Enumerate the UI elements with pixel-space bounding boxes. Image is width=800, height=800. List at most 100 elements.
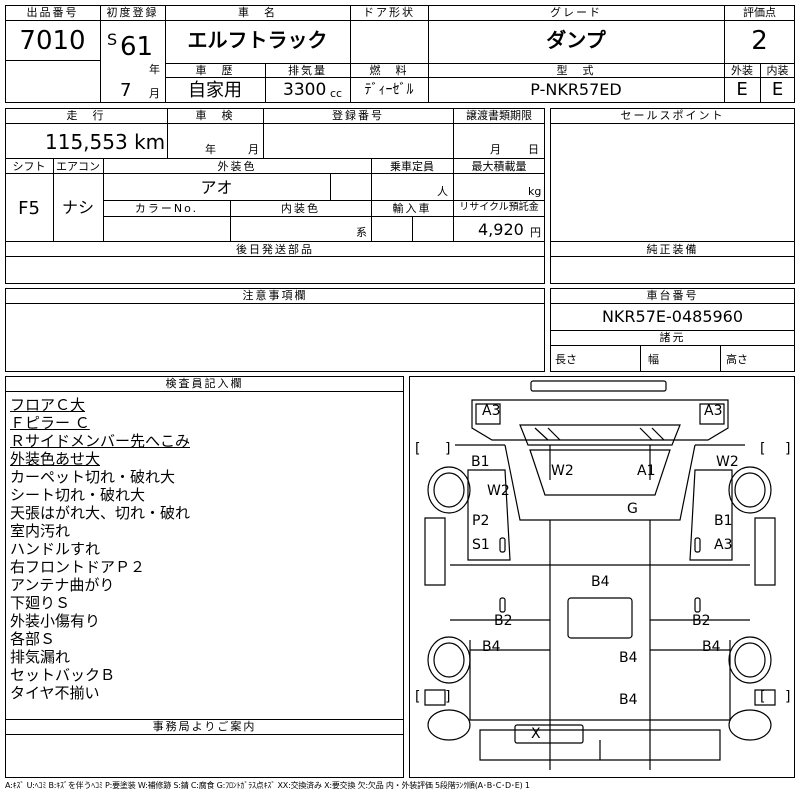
height-label: 高さ [726,353,748,366]
inspection-year-unit: 年 [205,143,216,156]
damage-code: B4 [482,639,501,655]
reg-no-label: 登録番号 [332,109,384,122]
capacity-label: 乗車定員 [390,160,434,173]
damage-code: X [531,726,541,742]
damage-code: W2 [551,463,574,479]
interior-color-label: 内装色 [281,202,320,215]
damage-code: S1 [472,537,490,553]
note-line: 外装小傷有り [10,612,101,630]
office-info-label: 事務局よりご案内 [152,720,257,733]
note-line: カーペット切れ・破れ大 [10,468,176,486]
note-line: タイヤ不揃い [10,684,100,702]
note-line: セットバックＢ [10,666,116,684]
damage-code: G [627,501,638,517]
damage-code: W2 [487,483,510,499]
capacity-unit: 人 [437,185,448,198]
note-line: 各部Ｓ [10,630,56,648]
bracket-open: [ [415,441,421,457]
damage-code: B4 [591,574,610,590]
transfer-month-unit: 月 [490,143,501,156]
length-label: 長さ [555,353,577,366]
exterior-color: アオ [200,178,233,197]
lot-no: 7010 [19,26,86,56]
ext-label: 外装 [731,64,753,77]
era-year: 61 [120,32,154,62]
score-label: 評価点 [743,6,776,19]
bracket-open: [ [760,689,766,705]
damage-code: B4 [702,639,721,655]
grade-label: グレード [550,6,602,19]
note-line: Ｒサイドメンバー先へこみ [10,432,191,450]
header-block [5,5,795,103]
chassis-no: NKR57E-0485960 [601,307,744,326]
score: 2 [751,26,768,56]
bracket-open: [ [760,441,766,457]
door-label: ドア形状 [363,6,415,19]
history: 自家用 [188,80,242,101]
note-line: 排気漏れ [10,648,71,666]
bracket-close: ] [785,689,791,705]
mileage: 115,553 km [45,130,166,154]
import-label: 輸入車 [392,202,432,215]
caution-block [5,288,545,372]
damage-code: A3 [482,403,501,419]
recycle-unit: 円 [530,226,541,239]
displacement-unit: cc [330,87,343,100]
int-grade: E [771,79,784,100]
max-load-label: 最大積載量 [471,160,527,173]
width-label: 幅 [648,353,659,366]
ac: ナシ [61,198,94,217]
displacement: 3300 [283,80,327,100]
sales-point-label: セールスポイント [620,109,725,122]
vehicle-info-block [5,108,545,284]
note-line: ハンドルすれ [10,540,101,558]
note-line: 下廻りＳ [10,594,71,612]
history-label: 車 歴 [195,64,235,77]
damage-code: A1 [637,463,656,479]
year-unit: 年 [149,63,160,76]
inspector-notes: フロアＣ大 Ｆピラー Ｃ Ｒサイドメンバー先へこみ 外装色あせ大 カーペット切れ… [10,396,190,702]
inspection-month-unit: 月 [248,143,259,156]
shift: F5 [18,198,40,219]
dimensions-label: 諸元 [659,331,686,344]
color-no-label: カラーNo. [134,202,199,215]
max-load-unit: kg [528,185,542,198]
damage-code: B1 [714,513,733,529]
damage-code: B2 [494,613,513,629]
damage-code: W2 [716,454,739,470]
first-reg-label: 初度登録 [106,6,159,19]
displacement-label: 排気量 [288,64,327,77]
bracket-close: ] [785,441,791,457]
recycle-fee: 4,920 [478,220,524,239]
recycle-label: リサイクル預託金 [459,202,539,213]
inspector-label: 検査員記入欄 [165,377,244,390]
note-line: 室内汚れ [10,522,71,540]
note-line: 外装色あせ大 [10,450,101,468]
inspector-block [5,376,404,778]
model-label: 型 式 [556,64,596,77]
month-unit: 月 [149,87,160,100]
fuel-label: 燃 料 [369,64,409,77]
era-prefix: S [107,30,118,49]
damage-code: P2 [472,513,490,529]
caution-label: 注意事項欄 [242,289,308,302]
note-line: シート切れ・破れ大 [10,486,146,504]
damage-code: A3 [714,537,733,553]
bracket-close: ] [445,689,451,705]
transfer-label: 譲渡書類期限 [466,109,532,122]
note-line: 右フロントドアＰ２ [10,558,146,576]
note-line: Ｆピラー Ｃ [10,414,90,432]
interior-color-unit: 系 [356,226,367,239]
fuel: ﾃﾞｨｰｾﾞﾙ [364,82,414,98]
note-line: アンテナ曲がり [10,576,115,594]
inspection-label: 車 検 [195,109,235,122]
grade: ダンプ [546,28,606,52]
legend-text: A:ｷｽﾞ U:ﾍｺﾐ B:ｷｽﾞを伴うﾍｺﾐ P:要塗装 W:補修跡 S:錆 … [5,781,530,790]
transfer-day-unit: 日 [528,143,539,156]
ext-grade: E [736,79,748,100]
mileage-label: 走 行 [66,109,106,122]
bracket-close: ] [445,441,451,457]
ac-label: エアコン [56,160,100,173]
int-label: 内装 [766,64,789,77]
exterior-color-label: 外装色 [217,160,257,173]
